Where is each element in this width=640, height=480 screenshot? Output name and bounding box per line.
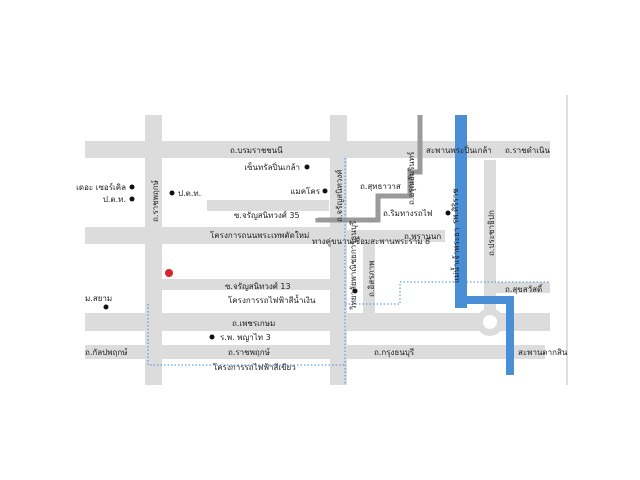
label-taksin: สะพานตากสิน — [518, 348, 568, 357]
label-rama8-link: ทางคู่ขนานเชื่อมสะพานพระราม 8 — [312, 235, 430, 247]
road-phetkasem — [85, 313, 550, 331]
poi-dot-central-pinklao — [304, 164, 310, 170]
poi-dot-siam-university — [103, 304, 109, 310]
label-prachathipok: ถ.ประชาธิปก — [487, 210, 496, 256]
label-arun-amarin: ถ.อรุณอัมรินทร์ — [406, 151, 416, 205]
label-siriraj: รพ.ศิริราช — [451, 188, 460, 224]
label-ptt: ป.ต.ท. — [103, 195, 126, 204]
poi-dot-makro — [322, 188, 328, 194]
label-bridge-pinklao: สะพานพระปิ่นเกล้า — [426, 144, 492, 155]
label-new-road-project: โครงการถนนพระเทพตัดใหม่ — [210, 230, 309, 240]
label-siam-university: ม.สยาม — [85, 294, 112, 303]
label-sukhumvit: ถ.สุขสวัสดิ์ — [505, 283, 544, 294]
road-itsaraphap — [363, 243, 375, 315]
label-ratchaphruek-south: ถ.ราชพฤกษ์ — [228, 347, 270, 357]
label-borommaratchachonnani: ถ.บรมราชชนนี — [230, 146, 283, 155]
poi-dot-pkt — [169, 190, 175, 196]
label-college: วิทยาลัยพาณิชยการธนบุรี — [349, 220, 358, 310]
poi-dot-phyathai3 — [209, 334, 215, 340]
label-the-circle: เดอะ เซอร์เคิล — [76, 182, 126, 192]
map-labels: ถ.บรมราชชนนี ถ.ราชดำเนิน สะพานพระปิ่นเกล… — [76, 144, 568, 372]
label-green-line-project: โครงการรถไฟฟ้าสีเขียว — [213, 362, 296, 372]
road-borommaratchachonnani — [85, 141, 550, 158]
label-kanlapaphruek: ถ.กัลปพฤกษ์ — [85, 347, 128, 357]
label-krung-thonburi: ถ.กรุงธนบุรี — [374, 348, 415, 357]
label-central-pinklao: เซ็นทรัลปิ่นเกล้า — [244, 161, 300, 172]
road-network — [85, 115, 550, 385]
road-ratchaphruek — [145, 115, 162, 385]
poi-dot-college — [352, 288, 358, 294]
road-phran-nok — [345, 230, 445, 242]
blue-line-route-east — [345, 281, 550, 305]
label-itsaraphap: ถ.อิสรภาพ — [367, 261, 376, 297]
label-soi-13: ซ.จรัญสนิทวงศ์ 13 — [225, 281, 291, 291]
river-chao-phraya-bend — [461, 296, 514, 375]
roundabout-center — [483, 315, 497, 329]
road-charansanitwong-35 — [207, 200, 329, 211]
label-soi-35: ซ.จรัญสนิทวงศ์ 35 — [234, 210, 300, 220]
label-ratchaphruek: ถ.ราชพฤกษ์ — [150, 180, 160, 222]
label-rim-thang-rot-fai: ถ.ริมทางรถไฟ — [383, 209, 433, 218]
label-chao-phraya: แม่น้ำเจ้าพระยา — [450, 228, 461, 283]
label-blue-line-project: โครงการรถไฟฟ้าสีน้ำเงิน — [228, 294, 316, 305]
label-makro: แมคโคร — [290, 186, 320, 196]
poi-dot-the-circle — [129, 184, 135, 190]
road-ratchaphruek-south — [85, 345, 545, 359]
road-sukhumvit-east — [492, 282, 550, 293]
poi-dot-ptt — [129, 196, 135, 202]
label-phyathai3: ร.พ. พญาไท 3 — [220, 333, 271, 342]
label-sutthawat: ถ.สุทธาวาส — [360, 182, 401, 191]
road-prachathipok — [484, 160, 496, 315]
road-charansanitwong — [330, 115, 347, 385]
label-ratchadamnoen: ถ.ราชดำเนิน — [505, 146, 550, 155]
label-charansanitwong: ถ.จรัญสนิทวงศ์ — [334, 170, 344, 222]
green-line-route — [147, 304, 345, 366]
road-soi-13 — [160, 279, 330, 290]
river-chao-phraya — [455, 115, 467, 308]
poi-dot-siriraj — [445, 210, 451, 216]
label-phran-nok: ถ.พรานนก — [404, 232, 441, 241]
location-marker — [165, 269, 173, 277]
label-phetkasem: ถ.เพชรเกษม — [232, 319, 275, 328]
label-pkt: ป.ต.ท. — [178, 189, 201, 198]
expressway-link — [315, 115, 423, 223]
